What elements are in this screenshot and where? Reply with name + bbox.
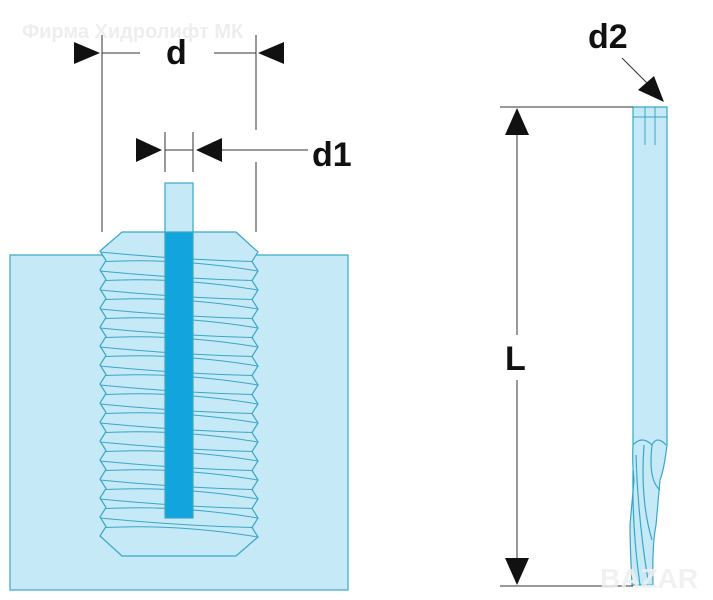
d2-leader — [621, 57, 649, 85]
dimension-d1 — [164, 132, 308, 172]
thread-line — [99, 517, 259, 538]
label-d2: d2 — [588, 18, 628, 56]
arrow-d1-right — [196, 138, 222, 162]
arrow-d-right — [258, 42, 284, 64]
label-d: d — [166, 34, 187, 72]
watermark-bottom: BAZAR — [600, 563, 698, 594]
rod-body — [164, 231, 194, 519]
watermark-top: Фирма Хидролифт МК — [22, 21, 244, 43]
dimension-L — [500, 106, 633, 587]
rod-top — [164, 182, 194, 234]
label-d1: d1 — [312, 136, 352, 174]
label-L: L — [505, 340, 526, 378]
arrow-d1-left — [136, 138, 162, 162]
arrow-d-left — [74, 42, 100, 64]
extractor-tool — [629, 106, 668, 586]
arrow-d2 — [638, 76, 664, 102]
arrow-L-top — [505, 108, 529, 135]
arrow-L-bottom — [505, 558, 529, 585]
dimension-d — [101, 35, 257, 232]
